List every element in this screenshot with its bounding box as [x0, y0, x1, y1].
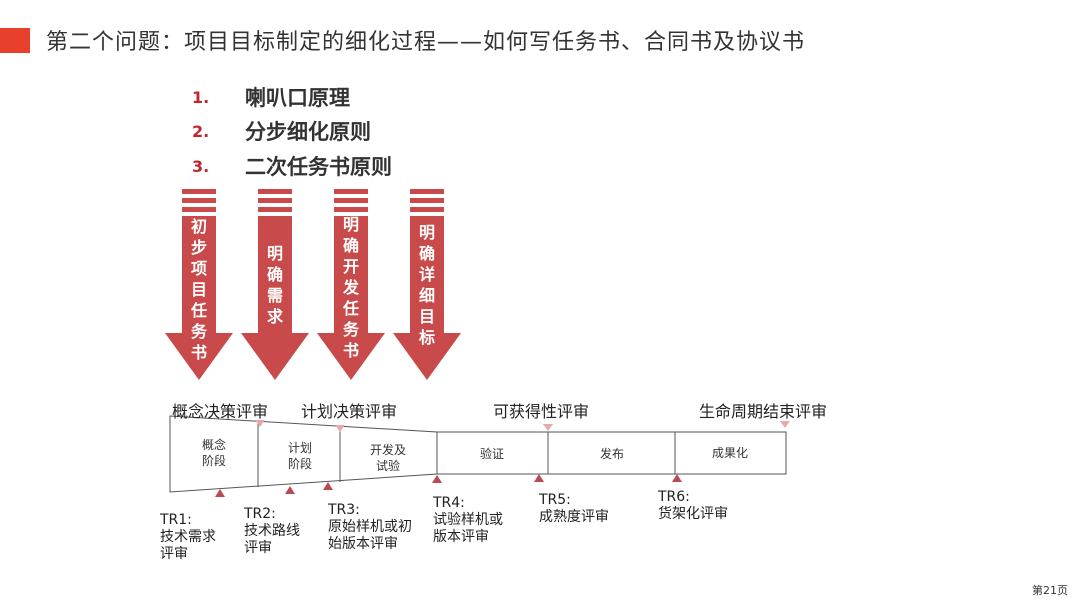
title-accent-bar	[0, 28, 30, 53]
phase-label-3: 开发及 试验	[360, 442, 416, 474]
tr-2-code: TR2:	[244, 506, 276, 522]
phase-5-line-1: 发布	[599, 447, 624, 461]
tr-3-line-2: 始版本评审	[328, 536, 398, 552]
tr-marker-2	[285, 486, 295, 494]
tr-label-3: TR3: 原始样机或初 始版本评审	[328, 502, 412, 553]
tr-label-4: TR4: 试验样机或 版本评审	[433, 495, 503, 546]
phase-label-5: 发布	[582, 446, 642, 462]
phase-1-line-1: 概念	[201, 438, 226, 452]
tr-marker-4	[432, 475, 442, 483]
review-label-1: 概念决策评审	[172, 402, 269, 421]
phase-3-line-2: 试验	[375, 459, 400, 473]
arrow-1	[165, 189, 233, 380]
arrow-4	[393, 189, 461, 380]
tr-label-1: TR1: 技术需求 评审	[160, 512, 216, 563]
review-label-3: 可获得性评审	[493, 402, 590, 421]
page-number: 第21页	[1032, 584, 1068, 597]
tr-2-line-2: 评审	[244, 540, 272, 556]
review-marker-4	[780, 421, 790, 428]
phase-label-2: 计划 阶段	[274, 440, 326, 472]
tr-marker-6	[672, 474, 682, 482]
tr-4-line-2: 版本评审	[433, 529, 489, 545]
tr-label-6: TR6: 货架化评审	[658, 489, 728, 523]
arrow-1-label: 初步项目任务书	[190, 217, 207, 362]
phase-label-1: 概念 阶段	[188, 437, 240, 469]
phase-2-line-1: 计划	[287, 441, 312, 455]
phase-label-4: 验证	[462, 446, 522, 462]
principle-label-1: 喇叭口原理	[245, 86, 350, 110]
review-markers	[255, 420, 790, 432]
review-label-4: 生命周期结束评审	[699, 402, 828, 421]
principle-number-3: 3.	[192, 157, 210, 176]
phase-4-line-1: 验证	[479, 447, 504, 461]
tr-marker-3	[323, 482, 333, 490]
principle-number-2: 2.	[192, 122, 210, 141]
review-marker-1	[255, 420, 265, 427]
arrow-2	[241, 189, 309, 380]
tr-2-line-1: 技术路线	[244, 523, 300, 539]
arrow-2-label: 明确需求	[266, 244, 283, 326]
arrow-3	[317, 189, 385, 380]
phase-1-line-2: 阶段	[201, 454, 226, 468]
review-label-2: 计划决策评审	[301, 402, 398, 421]
tr-1-code: TR1:	[160, 512, 192, 528]
tr-3-line-1: 原始样机或初	[328, 519, 412, 535]
tr-4-line-1: 试验样机或	[433, 512, 503, 528]
principle-number-1: 1.	[192, 88, 210, 107]
tr-5-code: TR5:	[539, 492, 571, 508]
page-title: 第二个问题：项目目标制定的细化过程——如何写任务书、合同书及协议书	[46, 30, 806, 55]
arrow-3-label: 明确开发任务书	[342, 215, 359, 360]
tr-5-line-1: 成熟度评审	[539, 509, 609, 525]
tr-label-2: TR2: 技术路线 评审	[244, 506, 300, 557]
tr-1-line-1: 技术需求	[160, 529, 216, 545]
tr-marker-1	[215, 489, 225, 497]
tr-marker-5	[534, 474, 544, 482]
tr-markers	[215, 474, 682, 497]
tr-label-5: TR5: 成熟度评审	[539, 492, 609, 526]
principle-label-2: 分步细化原则	[245, 120, 371, 144]
arrow-4-label: 明确详细目标	[418, 223, 435, 347]
review-marker-3	[543, 424, 553, 431]
tr-4-code: TR4:	[433, 495, 465, 511]
tr-6-code: TR6:	[658, 489, 690, 505]
tr-3-code: TR3:	[328, 502, 360, 518]
phase-label-6: 成果化	[700, 445, 760, 461]
tr-6-line-1: 货架化评审	[658, 506, 728, 522]
phase-2-line-2: 阶段	[287, 457, 312, 471]
phase-timeline	[169, 415, 787, 493]
phase-6-line-1: 成果化	[711, 446, 748, 460]
review-marker-2	[335, 425, 345, 432]
principle-label-3: 二次任务书原则	[245, 155, 392, 179]
tr-1-line-2: 评审	[160, 546, 188, 562]
phase-3-line-1: 开发及	[369, 443, 406, 457]
